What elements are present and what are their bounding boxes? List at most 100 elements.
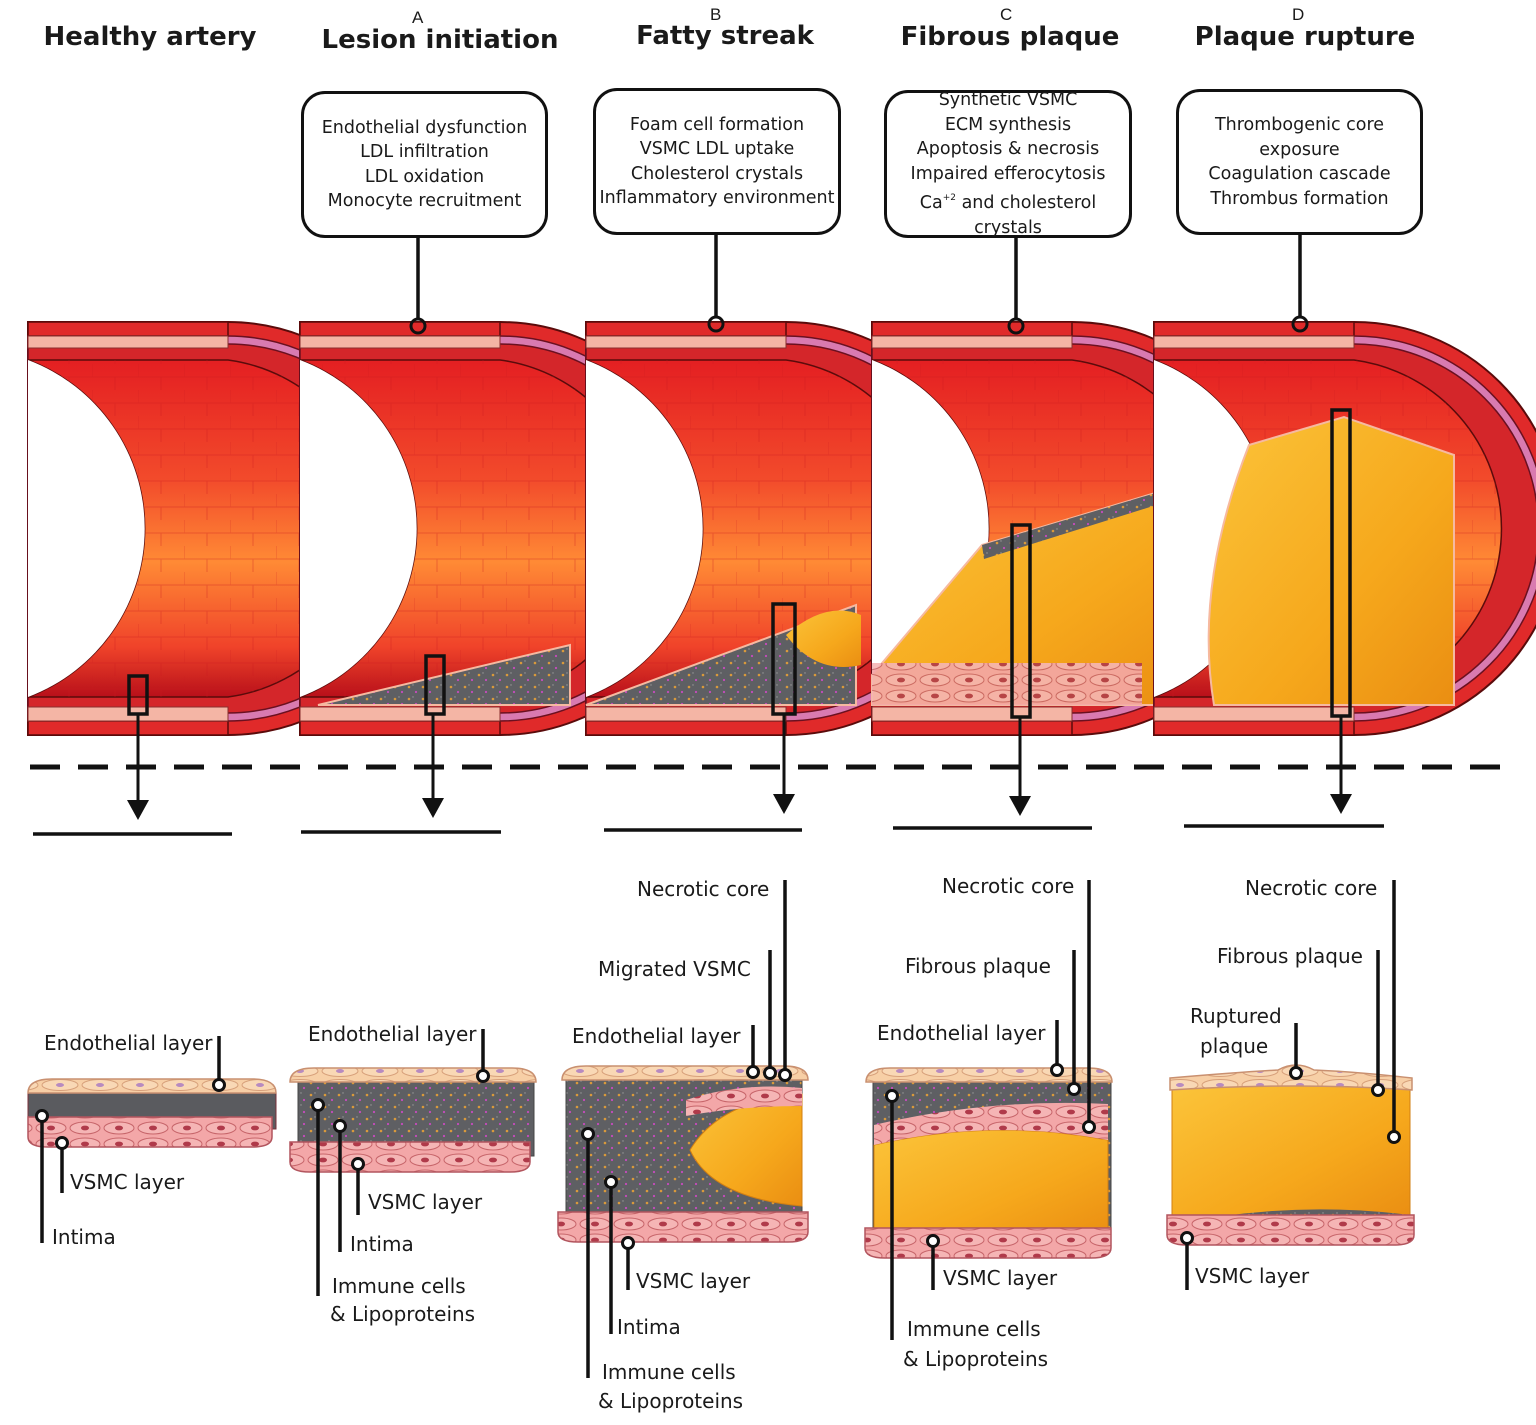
label-pin [476, 1069, 490, 1083]
label-plaque: plaque [1200, 1034, 1269, 1058]
endothelial-texture [28, 360, 376, 697]
label-pin [926, 1234, 940, 1248]
label-pin [763, 1066, 777, 1080]
label-lipoproteins: & Lipoproteins [598, 1389, 744, 1413]
vsmc-cells [557, 1211, 809, 1243]
label-pin [1289, 1066, 1303, 1080]
wall-strip-bottom [27, 720, 229, 736]
stage-letter-b: B [710, 5, 722, 24]
label-lipoproteins: & Lipoproteins [903, 1347, 1049, 1371]
info-box-fibrous: Synthetic VSMC ECM synthesis Apoptosis &… [884, 90, 1132, 238]
wall-strip-intima-bottom [1153, 706, 1355, 722]
label-immune-cells: Immune cells [332, 1274, 466, 1298]
wall-strip-top [299, 321, 501, 337]
info-line: Cholesterol crystals [630, 163, 804, 184]
wall-strip-top [27, 321, 229, 337]
wall-strip-intima-bottom [871, 706, 1073, 722]
label-pin [1082, 1120, 1096, 1134]
label-vsmc-layer: VSMC layer [70, 1170, 185, 1194]
info-line: Impaired efferocytosis [910, 163, 1106, 184]
migrated-vsmc-cells [686, 1086, 802, 1116]
stage-title-healthy: Healthy artery [43, 22, 257, 52]
info-line: Inflammatory environment [599, 188, 835, 208]
label-pin [311, 1098, 325, 1112]
stage-letter-c: C [1000, 5, 1013, 24]
label-pin [212, 1078, 226, 1092]
label-endothelial-layer: Endothelial layer [572, 1024, 741, 1048]
label-pin [778, 1068, 792, 1082]
label-intima: Intima [350, 1232, 414, 1256]
endothelial-cells [27, 1078, 277, 1094]
vsmc-cap [872, 663, 1142, 705]
wall-strip-intima-top [585, 335, 787, 349]
fibrous-cap-cells [874, 1102, 1108, 1145]
artery-cut-opening [300, 360, 417, 697]
label-fibrous-plaque: Fibrous plaque [905, 954, 1051, 978]
label-pin [621, 1236, 635, 1250]
info-line: exposure [1259, 139, 1340, 160]
label-endothelial-layer: Endothelial layer [44, 1031, 213, 1055]
label-vsmc-layer: VSMC layer [368, 1190, 483, 1214]
wall-strip-intima-top [871, 335, 1073, 349]
label-migrated-vsmc: Migrated VSMC [598, 957, 751, 981]
info-line: ECM synthesis [944, 114, 1072, 135]
label-vsmc-layer: VSMC layer [1195, 1264, 1310, 1288]
label-necrotic-core: Necrotic core [942, 874, 1075, 898]
stage-title-fatty: Fatty streak [636, 21, 814, 51]
wall-strip-intima-top [27, 335, 229, 349]
label-intima: Intima [617, 1315, 681, 1339]
label-pin [55, 1136, 69, 1150]
label-ruptured: Ruptured [1190, 1004, 1282, 1028]
wall-strip-intima-bottom [299, 706, 501, 722]
necrotic-core [786, 610, 861, 667]
label-intima: Intima [52, 1225, 116, 1249]
info-line: Thrombus formation [1210, 188, 1389, 209]
zoom-arrow-head [1009, 796, 1031, 816]
zoom-arrow-head [127, 800, 149, 820]
label-pin [746, 1065, 760, 1079]
info-line: Thrombogenic core [1214, 115, 1385, 135]
wall-strip-bottom [585, 720, 787, 736]
info-line: Apoptosis & necrosis [916, 139, 1100, 159]
label-pin [1371, 1083, 1385, 1097]
info-line: Synthetic VSMC [938, 90, 1078, 110]
info-line: Coagulation cascade [1208, 164, 1391, 184]
stage-letter-d: D [1292, 5, 1305, 24]
label-necrotic-core: Necrotic core [1245, 876, 1378, 900]
vsmc-cells [289, 1141, 531, 1173]
zoom-region-box [424, 654, 446, 716]
label-pin [351, 1157, 365, 1171]
info-box-lesion: Endothelial dysfunction LDL infiltration… [301, 91, 548, 238]
endothelial-cells [289, 1067, 537, 1083]
label-pin [581, 1127, 595, 1141]
label-vsmc-layer: VSMC layer [636, 1269, 751, 1293]
label-pin [1067, 1082, 1081, 1096]
connector-dot [707, 315, 725, 333]
connector-dot [1291, 315, 1309, 333]
vsmc-cells [1166, 1214, 1415, 1246]
stage-letter-a: A [412, 8, 424, 27]
wall-strip-bottom [299, 720, 501, 736]
label-pin [885, 1089, 899, 1103]
zoom-arrow-head [1330, 794, 1352, 814]
label-endothelial-layer: Endothelial layer [308, 1022, 477, 1046]
info-box-fatty: Foam cell formation VSMC LDL uptake Chol… [593, 88, 841, 235]
label-necrotic-core: Necrotic core [637, 877, 770, 901]
artery-cut-opening [586, 360, 703, 697]
artery-segment [1153, 321, 1536, 736]
info-line: Monocyte recruitment [327, 191, 522, 211]
necrotic-core [1171, 1085, 1411, 1219]
endothelial-texture [300, 360, 648, 697]
info-line: LDL infiltration [360, 142, 489, 162]
connector-dot [1007, 317, 1025, 335]
connector-dot [409, 317, 427, 335]
wall-strip-top [871, 321, 1073, 337]
info-line: Endothelial dysfunction [321, 117, 528, 138]
wall-strip-top [1153, 321, 1355, 337]
necrotic-core [873, 1129, 1109, 1239]
stage-title-lesion: Lesion initiation [321, 25, 559, 55]
info-line: LDL oxidation [364, 166, 485, 187]
label-pin [333, 1119, 347, 1133]
